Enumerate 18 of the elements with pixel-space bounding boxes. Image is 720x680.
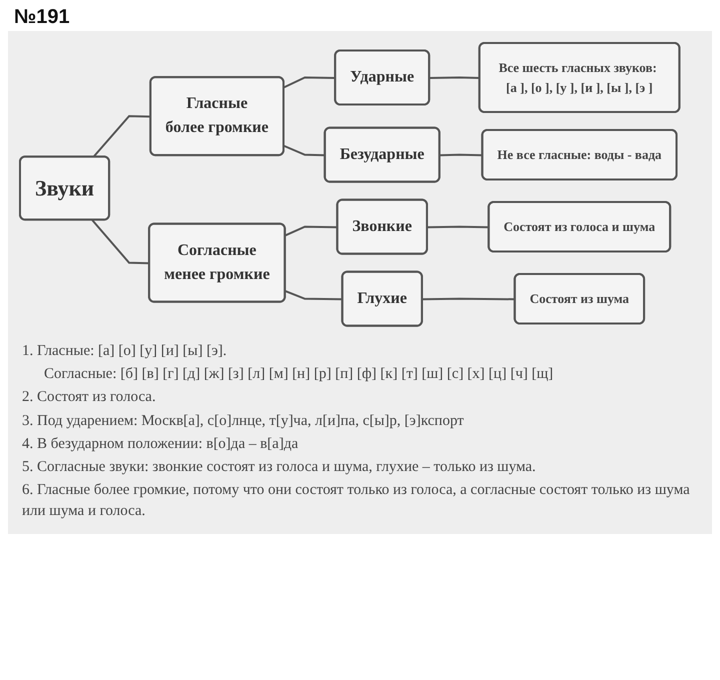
connector — [284, 76, 336, 88]
connector — [92, 219, 150, 264]
answer-text: Согласные: [б] [в] [г] [д] [ж] [з] [л] [м] [н] [р] [п] [ф] [к] [т] [ш] [с] [х] [ц] [ч] [щ] — [43, 365, 554, 384]
answer-text: 4. В безударном положении: в[о]да – в[а]да — [22, 434, 300, 454]
title: №191 — [14, 6, 71, 29]
answer-text: 1. Гласные: [а] [о] [у] [и] [ы] [э]. — [22, 342, 228, 361]
connector — [92, 115, 151, 158]
connector — [284, 290, 343, 300]
connector — [284, 226, 338, 236]
connector — [440, 154, 483, 156]
connector — [422, 298, 516, 300]
connector — [284, 144, 326, 156]
answer-text: 2. Состоят из голоса. — [22, 388, 157, 408]
answer-text: 5. Согласные звуки: звонкие состоят из голоса и шума, глухие – только из шума. — [22, 458, 537, 477]
connector — [427, 226, 490, 228]
answer-text: 3. Под ударением: Москв[а], с[о]лнце, т[у]ча, л[и]па, с[ы]р, [э]кспорт — [22, 412, 465, 430]
answer-text: 6. Гласные более громкие, потому что они состоят только из голоса, а согласные состоят только из шума или шума и голоса. — [22, 481, 691, 520]
connector — [430, 76, 480, 79]
